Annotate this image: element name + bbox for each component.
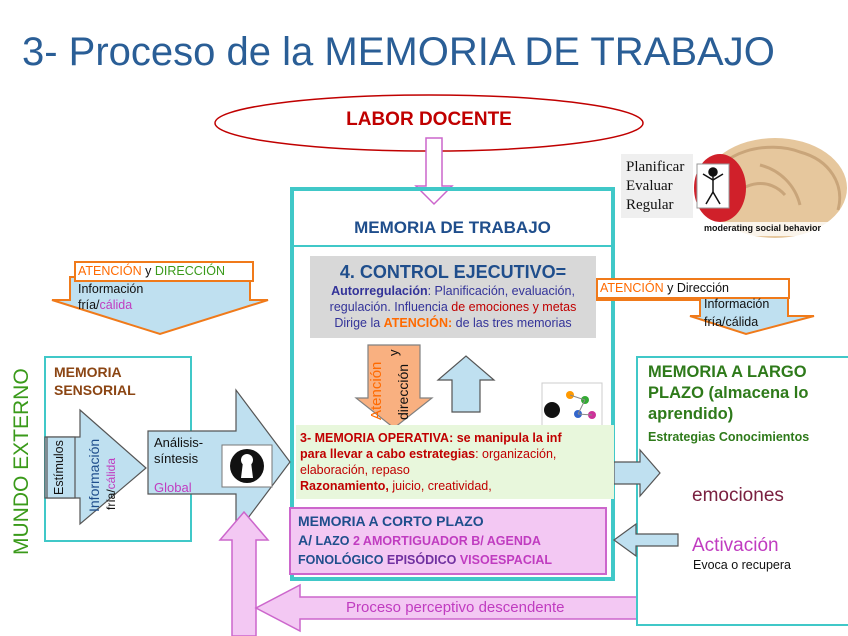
control-ejecutivo-line2: regulación. Influencia de emociones y me… — [329, 300, 577, 314]
control-ejecutivo-title: 4. CONTROL EJECUTIVO= — [339, 262, 567, 282]
proceso-descendente-arrow — [254, 583, 681, 633]
collage-icon — [541, 382, 603, 428]
bottom-up-arrow — [218, 510, 270, 636]
control-ejecutivo-line3: Dirige la ATENCIÓN: de las tres memorias — [334, 316, 572, 330]
operativa-line3: elaboración, repaso — [300, 463, 410, 477]
to-largo-plazo-arrow — [613, 448, 661, 498]
atencion-left-info: Información — [78, 282, 144, 296]
estimulos-bar — [46, 436, 76, 499]
operativa-line4: Razonamiento, juicio, creatividad, — [300, 479, 492, 493]
proceso-descendente-label: Proceso perceptivo descendente — [346, 599, 565, 616]
sensorial-title: MEMORIA SENSORIAL — [54, 364, 136, 398]
atencion-right-label: ATENCIÓN y Dirección — [596, 278, 790, 299]
page-title: 3- Proceso de la MEMORIA DE TRABAJO — [22, 30, 775, 74]
global-label: Global — [154, 480, 192, 495]
corto-plazo-title: MEMORIA A CORTO PLAZO — [298, 513, 484, 529]
atencion-down-arrow — [354, 344, 434, 429]
mundo-externo-label: MUNDO EXTERNO — [10, 368, 33, 555]
control-ejecutivo-box: 4. CONTROL EJECUTIVO= Autorregulación: P… — [310, 256, 596, 338]
fria-calida-label: fría/cálida — [104, 457, 118, 510]
atencion-vertical-c: dirección — [395, 363, 411, 420]
analisis-label: Análisis- síntesis — [154, 435, 204, 466]
planificar-box: Planificar Evaluar Regular — [621, 154, 693, 218]
memoria-trabajo-frame — [290, 187, 615, 581]
operativa-line2: para llevar a cabo estrategias: organiza… — [300, 447, 557, 461]
operativa-line1: 3- MEMORIA OPERATIVA: se manipula la inf — [300, 431, 562, 445]
up-arrow — [436, 355, 496, 413]
control-ejecutivo-line1: Autorregulación: Planificación, evaluaci… — [331, 284, 575, 298]
memoria-corto-plazo-box: MEMORIA A CORTO PLAZO A/ LAZO 2 AMORTIGU… — [289, 507, 607, 575]
estimulos-label: Estímulos — [52, 440, 66, 495]
activacion-label: Activación — [692, 535, 779, 556]
brain-caption: moderating social behavior — [704, 223, 822, 233]
emociones-label: emociones — [692, 485, 784, 506]
atencion-vertical-a: Atención — [368, 361, 385, 420]
estrategias-label: Estrategias Conocimientos — [648, 430, 810, 444]
atencion-left-fria: fría/cálida — [78, 298, 133, 312]
from-largo-plazo-arrow — [612, 522, 679, 558]
corto-plazo-line2: FONOLÓGICO EPISÓDICO VISOESPACIAL — [298, 553, 552, 567]
memoria-largo-plazo-frame — [636, 356, 848, 626]
largo-plazo-title: MEMORIA A LARGO PLAZO (almacena lo apren… — [648, 363, 809, 423]
atencion-left-label: ATENCIÓN y DIRECCIÓN — [74, 261, 254, 282]
atencion-right-fria: fría/cálida — [704, 315, 759, 329]
evoca-label: Evoca o recupera — [693, 558, 791, 572]
corto-plazo-line1: A/ LAZO 2 AMORTIGUADOR B/ AGENDA — [298, 532, 541, 548]
labor-docente-label: LABOR DOCENTE — [346, 109, 512, 130]
informacion-label: Información — [86, 438, 102, 512]
stick-figure-icon — [702, 167, 724, 205]
memoria-operativa-box: 3- MEMORIA OPERATIVA: se manipula la inf… — [296, 425, 614, 499]
atencion-right-info: Información — [704, 297, 770, 311]
analisis-arrow — [147, 388, 291, 536]
memoria-trabajo-title: MEMORIA DE TRABAJO — [354, 218, 551, 237]
atencion-vertical-b: y — [386, 349, 401, 357]
